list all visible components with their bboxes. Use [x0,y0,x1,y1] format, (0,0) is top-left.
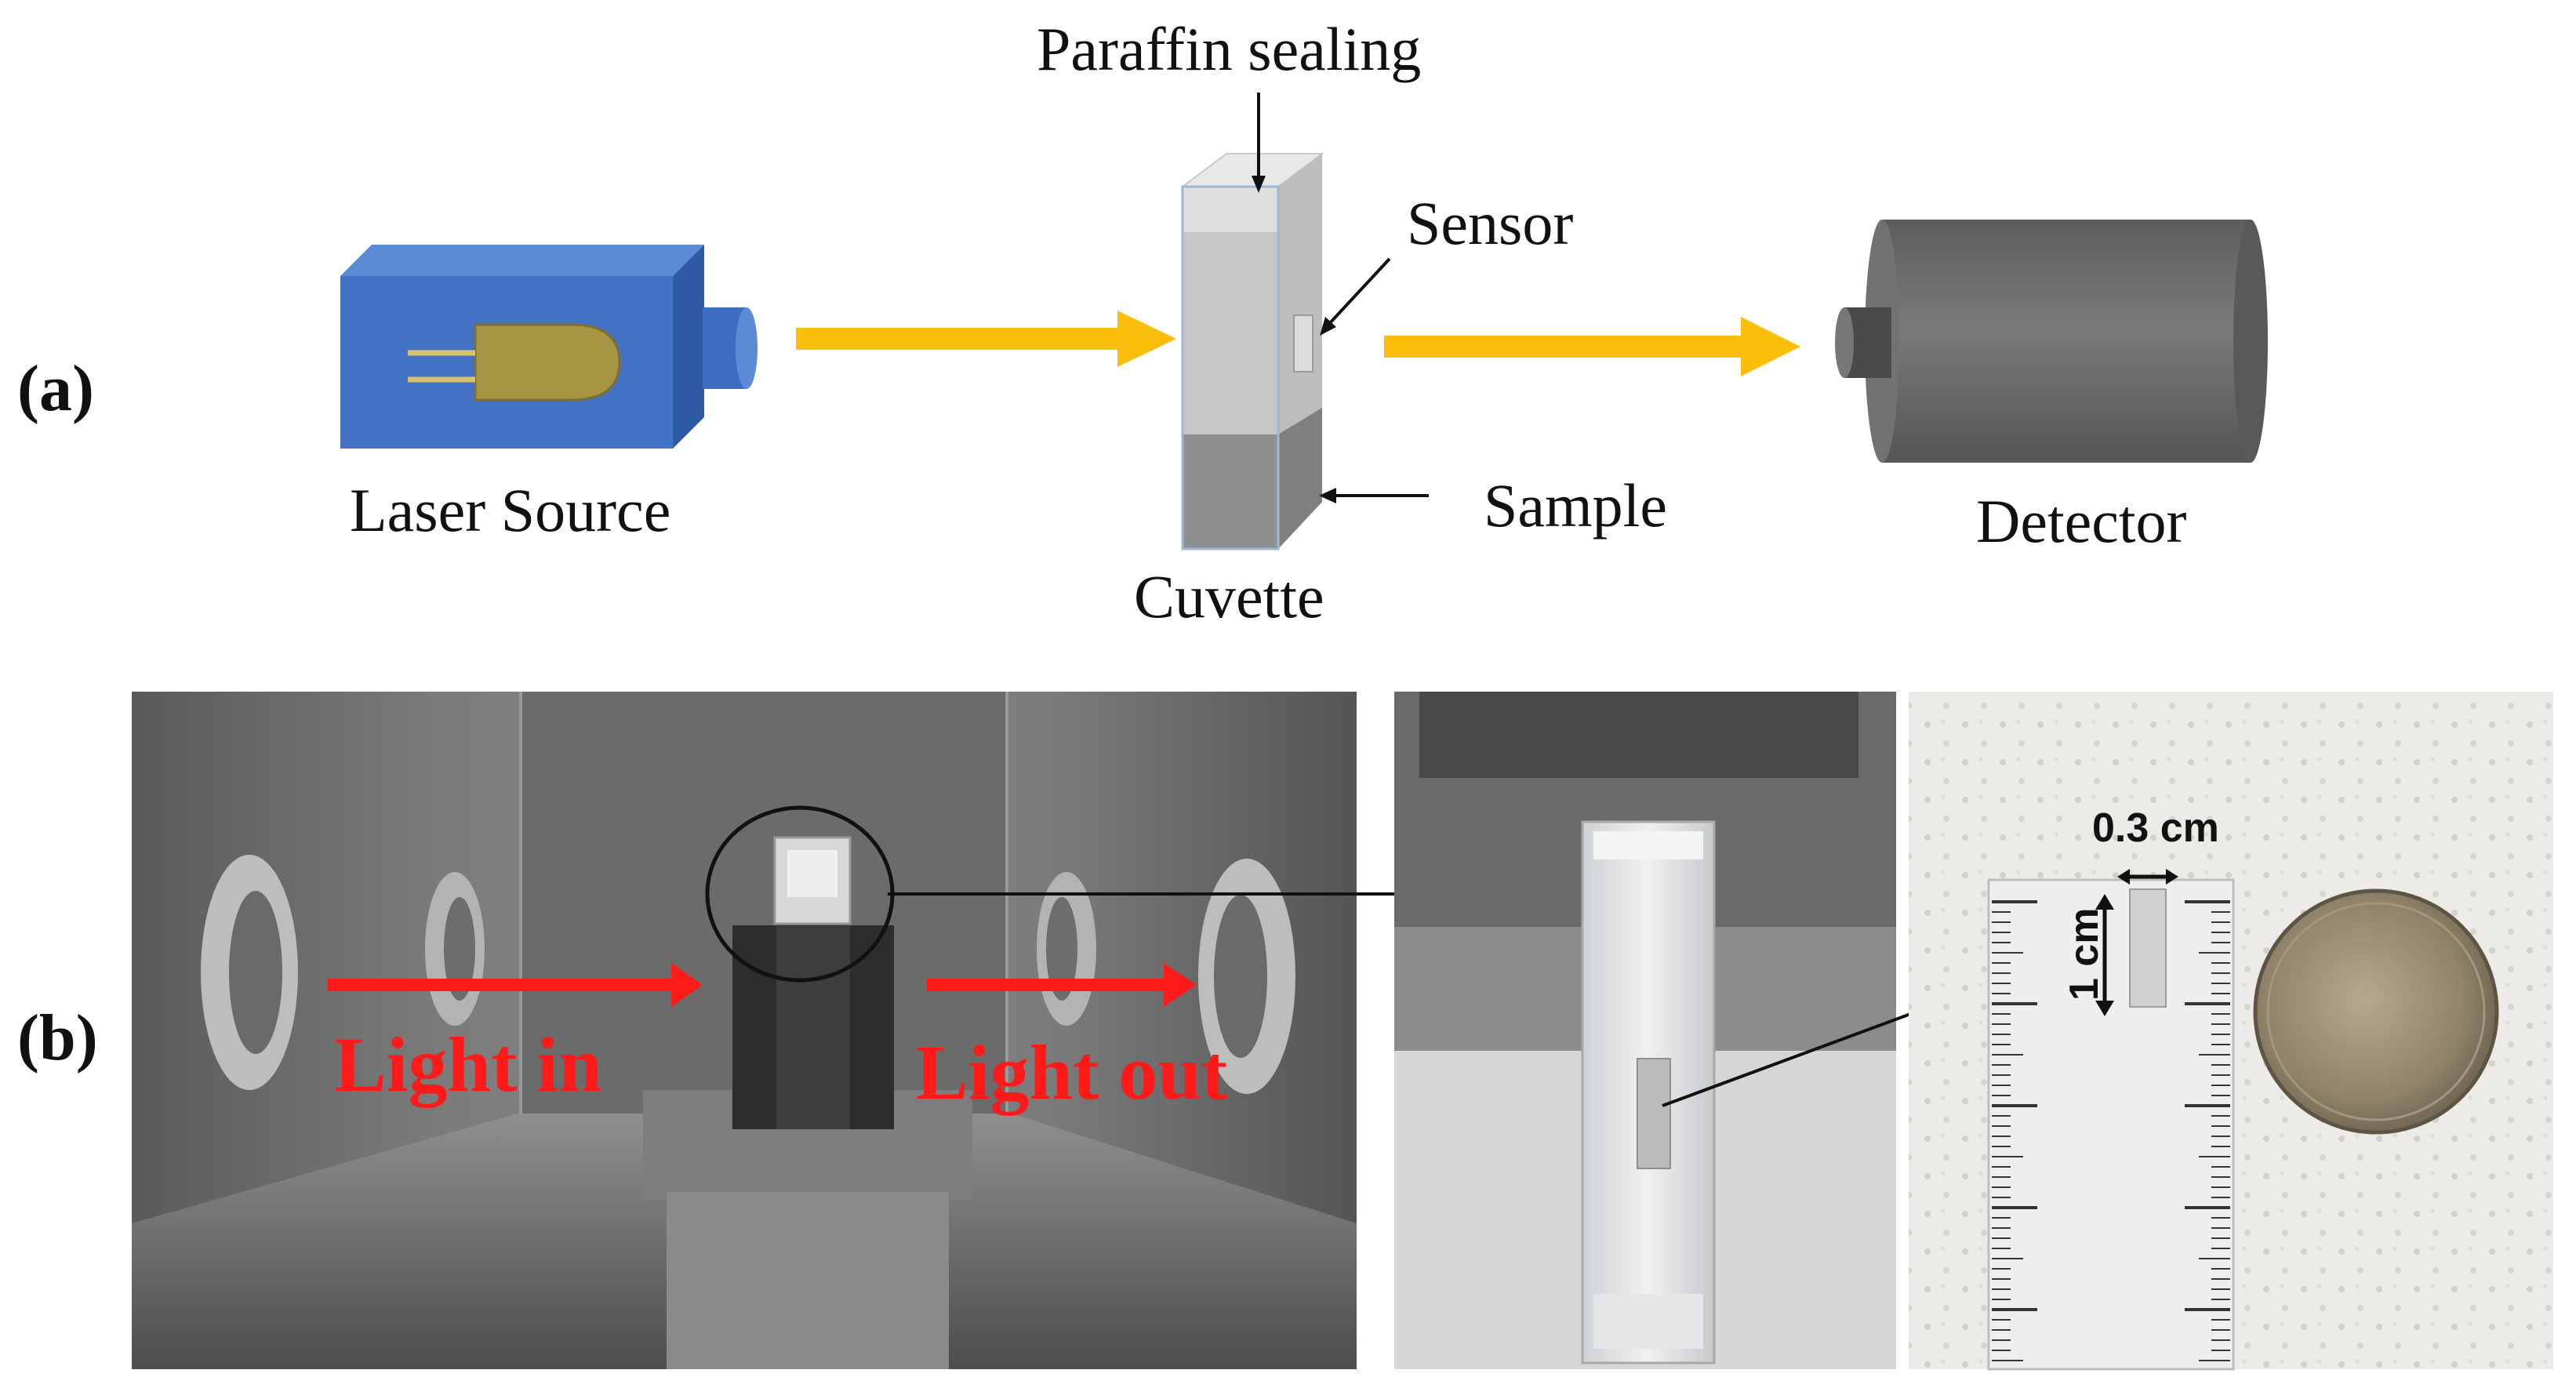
beam-arrow-in [796,311,1176,367]
cuvette-schematic [1180,153,1324,550]
laser-source-label: Laser Source [350,476,671,544]
pointer-sensor [1320,257,1391,336]
sensor-label: Sensor [1407,189,1574,257]
detector [1835,220,2268,463]
photo-cuvette [1394,692,1896,1369]
light-in-label: Light in [334,1021,602,1108]
detector-label: Detector [1976,487,2187,555]
photo-ruler [1909,692,2553,1371]
ruler-ticks [1992,900,2230,1361]
panel-b-tag: (b) [17,1001,98,1074]
cuvette-label: Cuvette [1134,562,1324,630]
laser-source [340,245,758,449]
arrow-light-in [328,963,703,1007]
pointer-sample [1319,488,1429,503]
light-out-label: Light out [916,1029,1228,1116]
ruler-width-label: 0.3 cm [2092,805,2219,851]
arrow-light-out [927,963,1197,1007]
ruler-height-label: 1 cm [2062,907,2107,1001]
panel-a-tag: (a) [17,352,94,425]
sample-label: Sample [1484,471,1667,540]
photo-spectrometer [132,692,1357,1369]
pointer-paraffin [1252,93,1266,193]
beam-arrow-out [1384,317,1800,376]
paraffin-sealing-label: Paraffin sealing [1037,15,1422,83]
